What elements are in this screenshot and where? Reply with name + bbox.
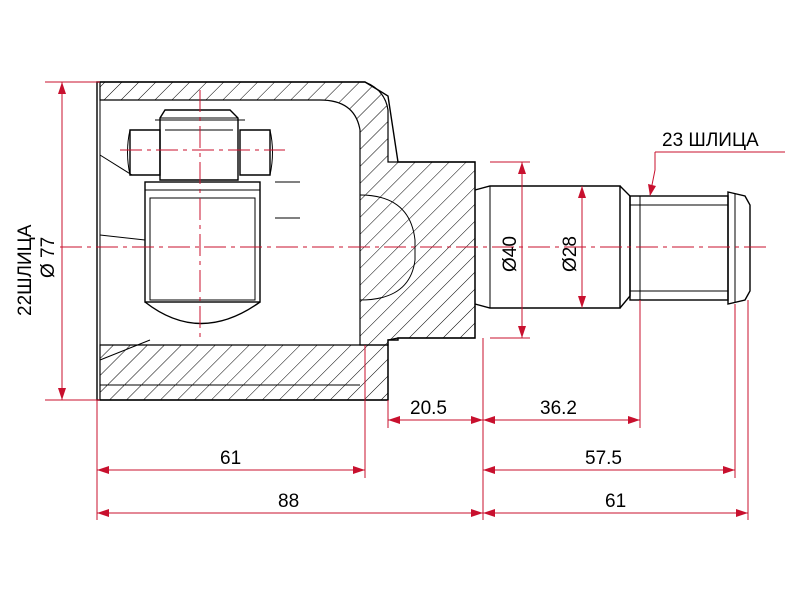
dim-shaft-to-splines: 57.5	[585, 448, 622, 469]
label-outer-diameter: Ø 77	[38, 237, 59, 278]
labels: Ø 77 22ШЛИЦА Ø40 Ø28 23 ШЛИЦА 20.5 36.2 …	[15, 130, 759, 512]
dim-overall-left: 88	[278, 491, 299, 512]
label-inner-splines: 22ШЛИЦА	[15, 224, 36, 316]
dim-shaft-step: 36.2	[540, 398, 577, 419]
dim-housing-depth: 61	[220, 448, 241, 469]
housing	[96, 81, 476, 401]
dim-overall-right: 61	[605, 491, 626, 512]
label-shaft-diameter-small: Ø28	[560, 236, 581, 272]
dim-neck-length: 20.5	[410, 398, 447, 419]
dimension-lines	[45, 81, 785, 520]
label-outer-splines: 23 ШЛИЦА	[662, 130, 759, 151]
housing-wall-upper	[99, 81, 476, 346]
housing-wall-lower	[99, 344, 389, 401]
center-lines	[60, 90, 770, 340]
label-shaft-diameter-large: Ø40	[500, 236, 521, 272]
